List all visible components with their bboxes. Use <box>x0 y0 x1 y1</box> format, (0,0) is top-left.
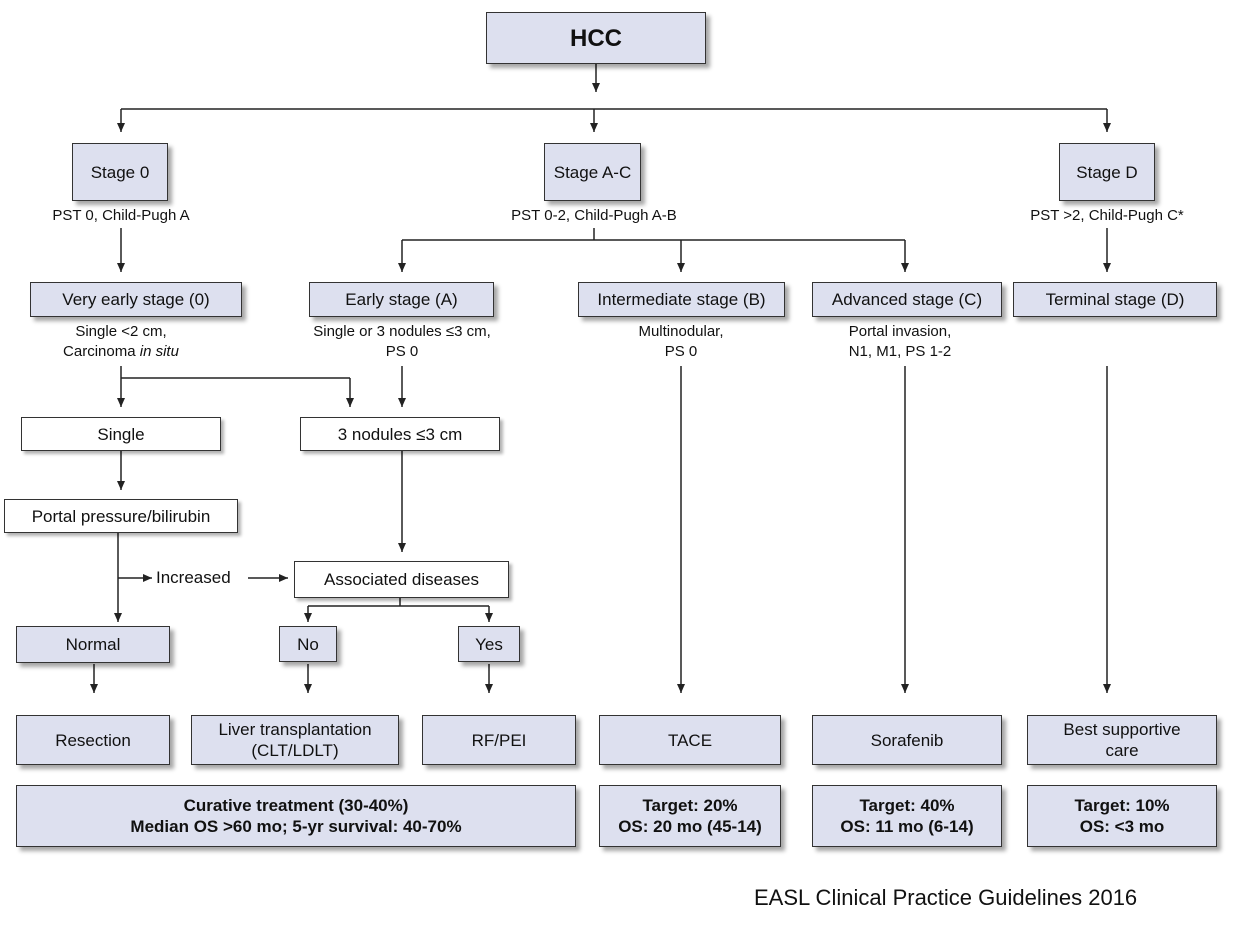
tace-node: TACE <box>599 715 781 765</box>
curative-outcome-box: Curative treatment (30-40%) Median OS >6… <box>16 785 576 847</box>
sorafenib-outcome-box: Target: 40% OS: 11 mo (6-14) <box>812 785 1002 847</box>
single-node: Single <box>21 417 221 451</box>
stage-0-node: Stage 0 <box>72 143 168 201</box>
sorafenib-node: Sorafenib <box>812 715 1002 765</box>
stage-d-node: Stage D <box>1059 143 1155 201</box>
hcc-root-node: HCC <box>486 12 706 64</box>
intermediate-stage-note: Multinodular, PS 0 <box>638 323 724 360</box>
rf-pei-node: RF/PEI <box>422 715 576 765</box>
stage-0-criteria: PST 0, Child-Pugh A <box>52 207 190 224</box>
bsc-outcome-box: Target: 10% OS: <3 mo <box>1027 785 1217 847</box>
stage-ac-label: Stage A-C <box>553 162 632 182</box>
advanced-stage-note: Portal invasion, N1, M1, PS 1-2 <box>848 323 952 360</box>
early-stage-note: Single or 3 nodules ≤3 cm, PS 0 <box>313 323 491 360</box>
terminal-stage-node: Terminal stage (D) <box>1013 282 1217 317</box>
best-supportive-care-node: Best supportive care <box>1027 715 1217 765</box>
tace-outcome-box: Target: 20% OS: 20 mo (45-14) <box>599 785 781 847</box>
very-early-stage-note: Single <2 cm, Carcinoma in situ <box>63 323 179 360</box>
stage-d-criteria: PST >2, Child-Pugh C* <box>1030 207 1184 224</box>
liver-transplantation-node: Liver transplantation (CLT/LDLT) <box>191 715 399 765</box>
stage-d-label: Stage D <box>1076 162 1138 182</box>
intermediate-stage-node: Intermediate stage (B) <box>578 282 785 317</box>
hcc-root-label: HCC <box>570 24 622 52</box>
yes-node: Yes <box>458 626 520 662</box>
increased-label: Increased <box>152 568 235 588</box>
advanced-stage-node: Advanced stage (C) <box>812 282 1002 317</box>
portal-pressure-node: Portal pressure/bilirubin <box>4 499 238 533</box>
no-node: No <box>279 626 337 662</box>
source-citation: EASL Clinical Practice Guidelines 2016 <box>754 885 1138 910</box>
normal-node: Normal <box>16 626 170 663</box>
stage-0-label: Stage 0 <box>90 162 150 182</box>
early-stage-node: Early stage (A) <box>309 282 494 317</box>
associated-diseases-node: Associated diseases <box>294 561 509 598</box>
resection-node: Resection <box>16 715 170 765</box>
stage-ac-criteria: PST 0-2, Child-Pugh A-B <box>511 207 677 224</box>
stage-ac-node: Stage A-C <box>544 143 641 201</box>
very-early-stage-node: Very early stage (0) <box>30 282 242 317</box>
three-nodules-node: 3 nodules ≤3 cm <box>300 417 500 451</box>
